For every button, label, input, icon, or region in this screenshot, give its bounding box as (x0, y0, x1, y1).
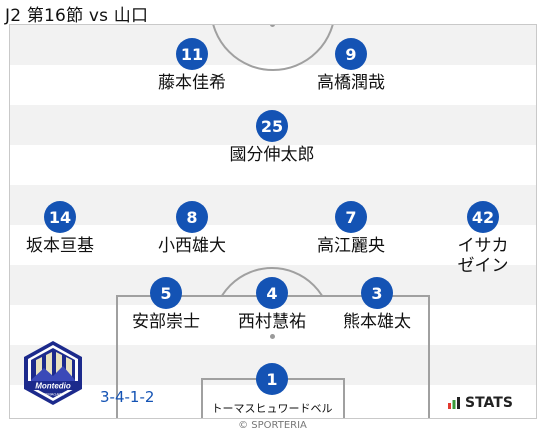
player-5[interactable]: 5 安部崇士 (111, 277, 221, 332)
player-name: 高江麗央 (317, 236, 385, 256)
player-name: 藤本佳希 (158, 73, 226, 93)
player-9[interactable]: 9 高橋潤哉 (296, 38, 406, 93)
stats-provider-name: STATS (465, 395, 513, 411)
player-11[interactable]: 11 藤本佳希 (137, 38, 247, 93)
player-number-badge: 4 (256, 277, 288, 309)
player-number-badge: 5 (150, 277, 182, 309)
player-7[interactable]: 7 高江麗央 (296, 201, 406, 256)
svg-text:Montedio: Montedio (35, 382, 71, 391)
player-3[interactable]: 3 熊本雄太 (322, 277, 432, 332)
penalty-spot (270, 334, 275, 339)
player-25[interactable]: 25 國分伸太郎 (217, 110, 327, 165)
player-number-badge: 3 (361, 277, 393, 309)
player-number-badge: 25 (256, 110, 288, 142)
player-name: トーマスヒュワードベル (211, 402, 333, 415)
player-name: 高橋潤哉 (317, 73, 385, 93)
copyright-text: © SPORTERIA (238, 420, 307, 431)
stats-bar-icon (448, 397, 460, 409)
player-4[interactable]: 4 西村慧祐 (217, 277, 327, 332)
stats-provider-logo: STATS (448, 395, 513, 411)
player-name: 西村慧祐 (238, 312, 306, 332)
player-14[interactable]: 14 坂本亘基 (5, 201, 115, 256)
player-name: イサカ ゼイン (457, 236, 509, 276)
player-name: 國分伸太郎 (229, 145, 315, 165)
pitch (9, 24, 537, 419)
player-42[interactable]: 42 イサカ ゼイン (428, 201, 538, 276)
player-8[interactable]: 8 小西雄大 (137, 201, 247, 256)
player-name: 安部崇士 (132, 312, 200, 332)
page-title: J2 第16節 vs 山口 (5, 6, 149, 26)
montedio-yamagata-logo: Montedio YAMAGATA (24, 341, 82, 405)
formation-label: 3-4-1-2 (100, 388, 155, 406)
center-spot (270, 25, 275, 27)
player-number-badge: 8 (176, 201, 208, 233)
player-number-badge: 42 (467, 201, 499, 233)
player-number-badge: 1 (256, 363, 288, 395)
player-number-badge: 9 (335, 38, 367, 70)
svg-text:YAMAGATA: YAMAGATA (42, 392, 64, 397)
player-number-badge: 11 (176, 38, 208, 70)
player-number-badge: 14 (44, 201, 76, 233)
player-number-badge: 7 (335, 201, 367, 233)
player-1[interactable]: 1 トーマスヒュワードベル (202, 363, 342, 416)
player-name: 小西雄大 (158, 236, 226, 256)
player-name: 熊本雄太 (343, 312, 411, 332)
player-name: 坂本亘基 (26, 236, 94, 256)
